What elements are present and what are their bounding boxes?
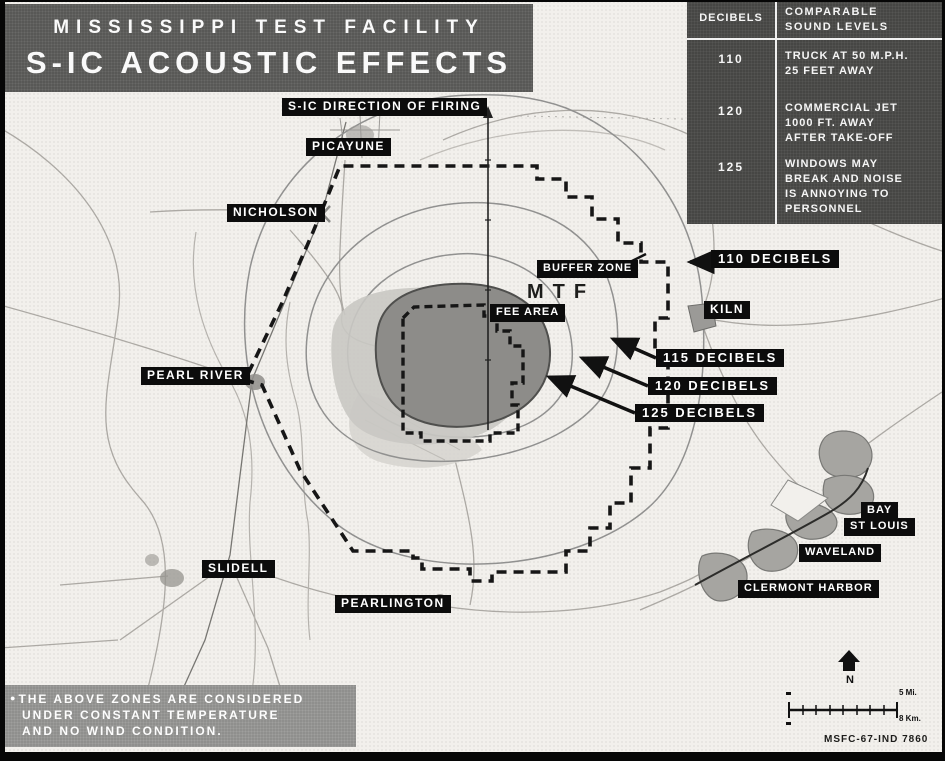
label-clermont-harbor: CLERMONT HARBOR: [738, 580, 879, 598]
panel-header-decibels: DECIBELS: [699, 12, 763, 24]
db-desc-110: TRUCK AT 50 M.P.H. 25 FEET AWAY: [785, 50, 909, 77]
label-115-decibels: 115 DECIBELS: [656, 349, 785, 367]
panel-header-divider: [687, 38, 943, 40]
frame-edge-bottom: [0, 752, 945, 761]
railroad-line: [167, 121, 347, 723]
arrow-120-decibels: [578, 356, 649, 388]
label-slidell: SLIDELL: [202, 560, 275, 578]
label-st-louis: ST LOUIS: [844, 518, 915, 536]
label-110-decibels: 110 DECIBELS: [711, 250, 840, 268]
sound-levels-panel: DECIBELS COMPARABLE SOUND LEVELS 110 TRU…: [687, 2, 943, 224]
coast-highway: [694, 467, 869, 586]
label-120-decibels: 120 DECIBELS: [648, 377, 778, 395]
note-line-2: UNDER CONSTANT TEMPERATURE: [22, 708, 280, 722]
scale-bar: [786, 692, 898, 725]
label-arrows: [545, 249, 715, 415]
label-kiln: KILN: [704, 301, 750, 319]
db-value-125: 125: [717, 160, 745, 174]
db-value-120: 120: [717, 104, 745, 118]
frame-edge-left: [0, 0, 5, 761]
figure-id: MSFC-67-IND 7860: [824, 734, 929, 745]
arrow-125-decibels: [545, 375, 636, 415]
arrow-115-decibels: [609, 337, 657, 361]
bullet-icon: ●: [10, 693, 19, 703]
label-waveland: WAVELAND: [799, 544, 882, 562]
label-mtf: MTF: [527, 281, 596, 303]
db-desc-125: WINDOWS MAY BREAK AND NOISE IS ANNOYING …: [785, 158, 903, 215]
note-line-3: AND NO WIND CONDITION.: [22, 724, 223, 738]
fee-area-boundary: [401, 303, 525, 443]
label-fee-area: FEE AREA: [490, 304, 566, 322]
frame-edge-top: [0, 0, 945, 2]
scale-km-label: 8 Km.: [899, 714, 921, 723]
db-value-110: 110: [718, 52, 744, 66]
label-firing-direction: S-IC DIRECTION OF FIRING: [282, 98, 488, 116]
label-125-decibels: 125 DECIBELS: [635, 404, 765, 422]
label-pearl-river: PEARL RIVER: [141, 367, 250, 385]
label-buffer-zone: BUFFER ZONE: [537, 260, 639, 278]
title-block: MISSISSIPPI TEST FACILITY S-IC ACOUSTIC …: [5, 4, 533, 92]
note-line-1: ●THE ABOVE ZONES ARE CONSIDERED: [10, 692, 305, 706]
label-pearlington: PEARLINGTON: [335, 595, 451, 613]
frame-edge-right: [942, 0, 945, 761]
panel-header-sound-levels: COMPARABLE SOUND LEVELS: [785, 6, 889, 33]
title-line-1: MISSISSIPPI TEST FACILITY: [53, 17, 485, 38]
bay-inlet: [770, 479, 829, 522]
boundary-dotted-line: [519, 115, 945, 125]
scale-miles-label: 5 Mi.: [899, 688, 917, 697]
label-picayune: PICAYUNE: [306, 138, 391, 156]
label-nicholson: NICHOLSON: [227, 204, 325, 222]
compass-north-label: N: [846, 674, 854, 686]
db-desc-120: COMMERCIAL JET 1000 FT. AWAY AFTER TAKE-…: [785, 102, 898, 144]
north-arrow-icon: [838, 650, 860, 671]
note-block: ●THE ABOVE ZONES ARE CONSIDERED UNDER CO…: [4, 685, 356, 747]
river-lines: [192, 231, 311, 693]
title-line-2: S-IC ACOUSTIC EFFECTS: [25, 45, 513, 80]
coastal-town-shading: [698, 430, 875, 602]
panel-column-divider: [775, 2, 777, 224]
label-bay: BAY: [861, 502, 899, 520]
